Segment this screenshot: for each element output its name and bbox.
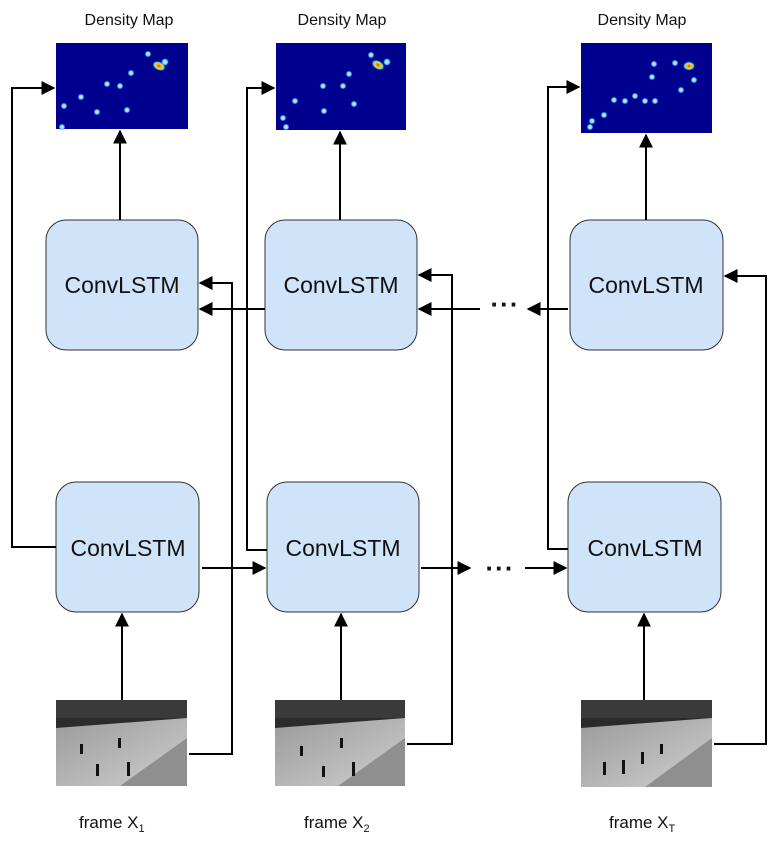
arrow-lower2-density2 [246, 81, 276, 551]
connector-arrows [11, 80, 767, 755]
input-frame-1 [56, 700, 187, 786]
arrow-lowerT-densityT [547, 80, 581, 550]
density-map-3 [581, 43, 712, 133]
arrow-frame1-upper1 [189, 276, 233, 755]
frame-label-1: frame X1 [79, 813, 145, 835]
density-map-title-3: Density Map [598, 12, 687, 29]
arrow-frame2-upper2 [407, 268, 453, 745]
arrow-frameT-upperT [714, 269, 767, 745]
lower-ellipsis: ··· [486, 553, 515, 583]
density-map-title-2: Density Map [298, 12, 387, 29]
upper-ellipsis: ··· [491, 289, 520, 319]
input-frame-3 [581, 700, 712, 787]
convlstm-upper-1-label: ConvLSTM [64, 272, 179, 298]
arrow-lower1-density1 [11, 81, 56, 548]
density-map-1 [56, 43, 188, 131]
density-map-title-1: Density Map [85, 12, 174, 29]
input-frame-2 [275, 700, 405, 786]
convlstm-lower-1-label: ConvLSTM [70, 535, 185, 561]
frame-label-3: frame XT [609, 813, 676, 835]
convlstm-lower-2 [266, 481, 420, 613]
convlstm-upper-2-label: ConvLSTM [283, 272, 398, 298]
convlstm-upper-1 [45, 219, 199, 351]
density-map-2 [276, 43, 406, 131]
convlstm-lower-2-label: ConvLSTM [285, 535, 400, 561]
convlstm-lower-3 [567, 481, 722, 613]
frame-label-2: frame X2 [304, 813, 370, 835]
convlstm-upper-3-label: ConvLSTM [588, 272, 703, 298]
convlstm-lower-3-label: ConvLSTM [587, 535, 702, 561]
